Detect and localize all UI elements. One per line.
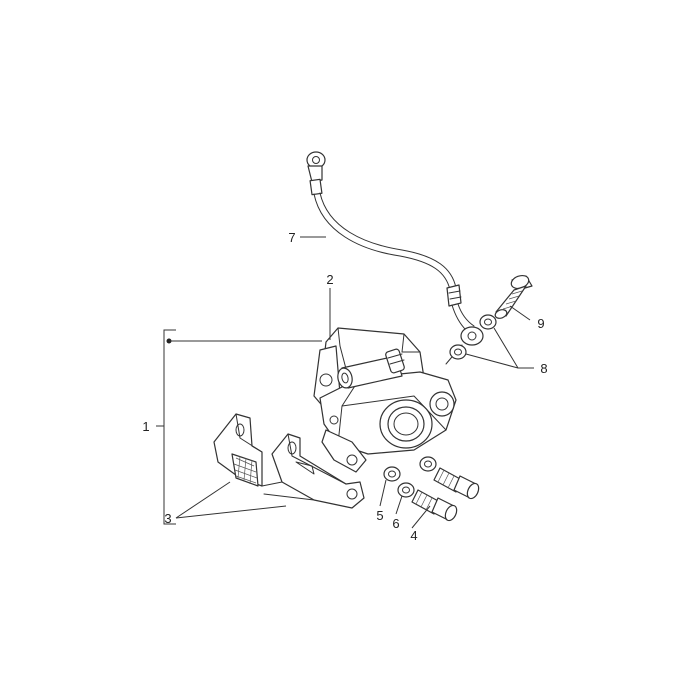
banjo-bolt: [494, 274, 533, 319]
caliper-bolts: [411, 467, 480, 522]
callout-2: 2: [326, 272, 333, 287]
caliper-body: [313, 327, 457, 473]
callout-3: 3: [164, 511, 171, 526]
callout-8: 8: [540, 361, 547, 376]
callout-7: 7: [288, 230, 295, 245]
callout-labels: 1 2 3 4 5 6 7 8 9: [142, 230, 547, 543]
brake-hose: [306, 151, 484, 365]
callout-6: 6: [392, 516, 399, 531]
sealing-washers: [449, 314, 497, 360]
washers-5-6: [383, 456, 437, 498]
callout-5: 5: [376, 508, 383, 523]
callout-1: 1: [142, 419, 149, 434]
callout-4: 4: [410, 528, 417, 543]
callout-9: 9: [537, 316, 544, 331]
leader-lines: [156, 236, 534, 529]
brake-pads: [213, 413, 365, 509]
